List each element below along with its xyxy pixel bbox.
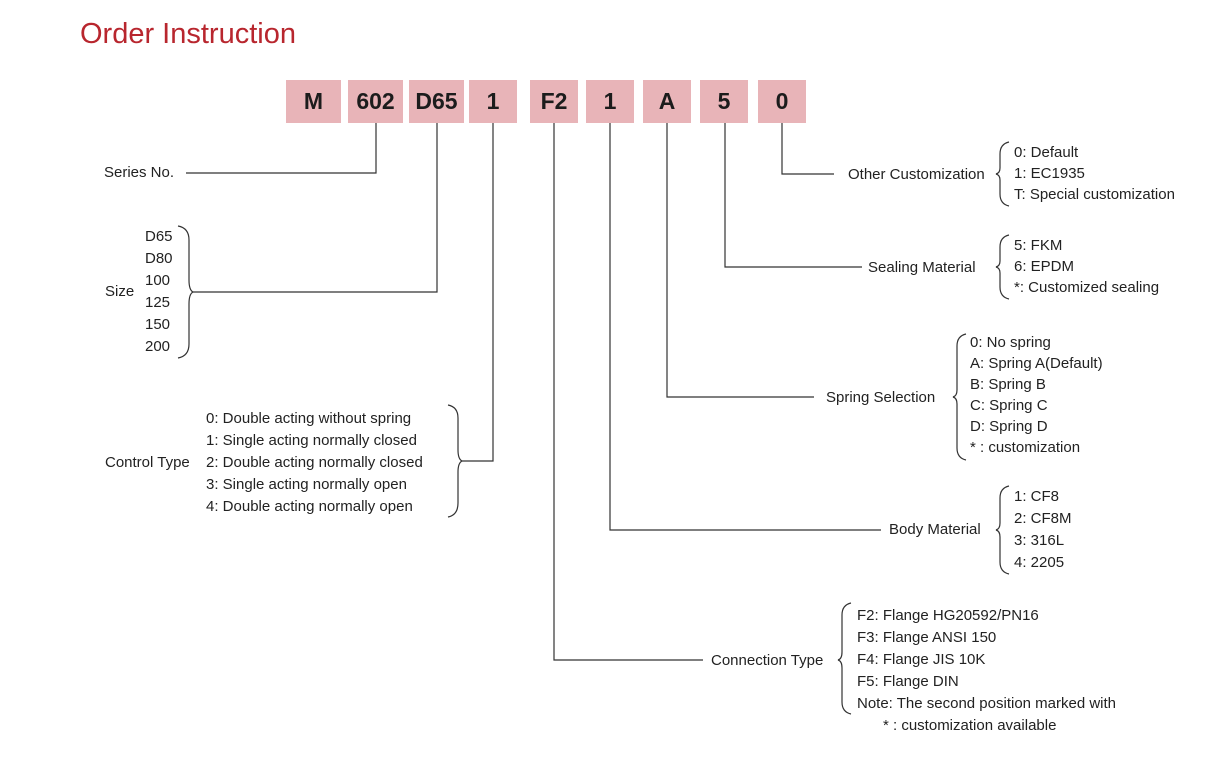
code-box-control: 1: [469, 80, 517, 123]
size-option: D80: [145, 250, 173, 267]
connection-option: F4: Flange JIS 10K: [857, 651, 986, 668]
brace-spring: [952, 333, 967, 461]
size-option: 150: [145, 316, 171, 333]
page-title: Order Instruction: [80, 18, 296, 50]
size-option: 200: [145, 338, 171, 355]
control-option: 3: Single acting normally open: [206, 476, 407, 493]
code-box-size: D65: [409, 80, 464, 123]
connector-connection: [553, 123, 703, 661]
connection-option: F2: Flange HG20592/PN16: [857, 607, 1039, 624]
body-option: 1: CF8: [1014, 488, 1060, 505]
size-label: Size: [105, 283, 135, 300]
control-option: 4: Double acting normally open: [206, 498, 413, 515]
brace-body: [995, 485, 1010, 575]
series-label: Series No.: [104, 164, 175, 181]
control-option: 2: Double acting normally closed: [206, 454, 423, 471]
size-option: 125: [145, 294, 171, 311]
other-label: Other Customization: [848, 166, 985, 183]
connection-option: F5: Flange DIN: [857, 673, 959, 690]
sealing-option: *: Customized sealing: [1014, 279, 1160, 296]
size-option: 100: [145, 272, 171, 289]
connection-note: * : customization available: [883, 717, 1057, 734]
code-box-spring: A: [643, 80, 691, 123]
connection-option: F3: Flange ANSI 150: [857, 629, 997, 646]
spring-label: Spring Selection: [826, 389, 936, 406]
brace-sealing: [995, 234, 1010, 300]
other-option: 0: Default: [1014, 144, 1079, 161]
control-option: 0: Double acting without spring: [206, 410, 412, 427]
code-box-other: 0: [758, 80, 806, 123]
spring-option: * : customization: [970, 439, 1081, 456]
code-box-body: 1: [586, 80, 634, 123]
sealing-option: 5: FKM: [1014, 237, 1063, 254]
spring-option: A: Spring A(Default): [970, 355, 1103, 372]
connector-control: [462, 123, 494, 462]
body-option: 2: CF8M: [1014, 510, 1072, 527]
spring-option: 0: No spring: [970, 334, 1051, 351]
body-label: Body Material: [889, 521, 981, 538]
code-box-series: M: [286, 80, 341, 123]
connector-other: [781, 123, 834, 175]
spring-option: B: Spring B: [970, 376, 1046, 393]
brace-connection: [837, 602, 852, 715]
connector-size: [193, 123, 438, 293]
other-option: 1: EC1935: [1014, 165, 1085, 182]
connection-label: Connection Type: [711, 652, 824, 669]
connector-body: [609, 123, 881, 531]
body-option: 4: 2205: [1014, 554, 1065, 571]
size-option: D65: [145, 228, 173, 245]
connector-sealing: [724, 123, 862, 268]
brace-other: [995, 141, 1010, 207]
spring-option: D: Spring D: [970, 418, 1048, 435]
sealing-label: Sealing Material: [868, 259, 976, 276]
control-option: 1: Single acting normally closed: [206, 432, 417, 449]
brace-control: [447, 404, 464, 518]
code-box-connection: F2: [530, 80, 578, 123]
spring-option: C: Spring C: [970, 397, 1048, 414]
body-option: 3: 316L: [1014, 532, 1065, 549]
connection-note: Note: The second position marked with: [857, 695, 1117, 712]
sealing-option: 6: EPDM: [1014, 258, 1075, 275]
other-option: T: Special customization: [1014, 186, 1175, 203]
connector-series: [186, 123, 377, 174]
code-box-sealing: 5: [700, 80, 748, 123]
control-label: Control Type: [105, 454, 190, 471]
brace-size: [177, 225, 195, 359]
connector-spring: [666, 123, 814, 398]
code-box-series-number: 602: [348, 80, 403, 123]
